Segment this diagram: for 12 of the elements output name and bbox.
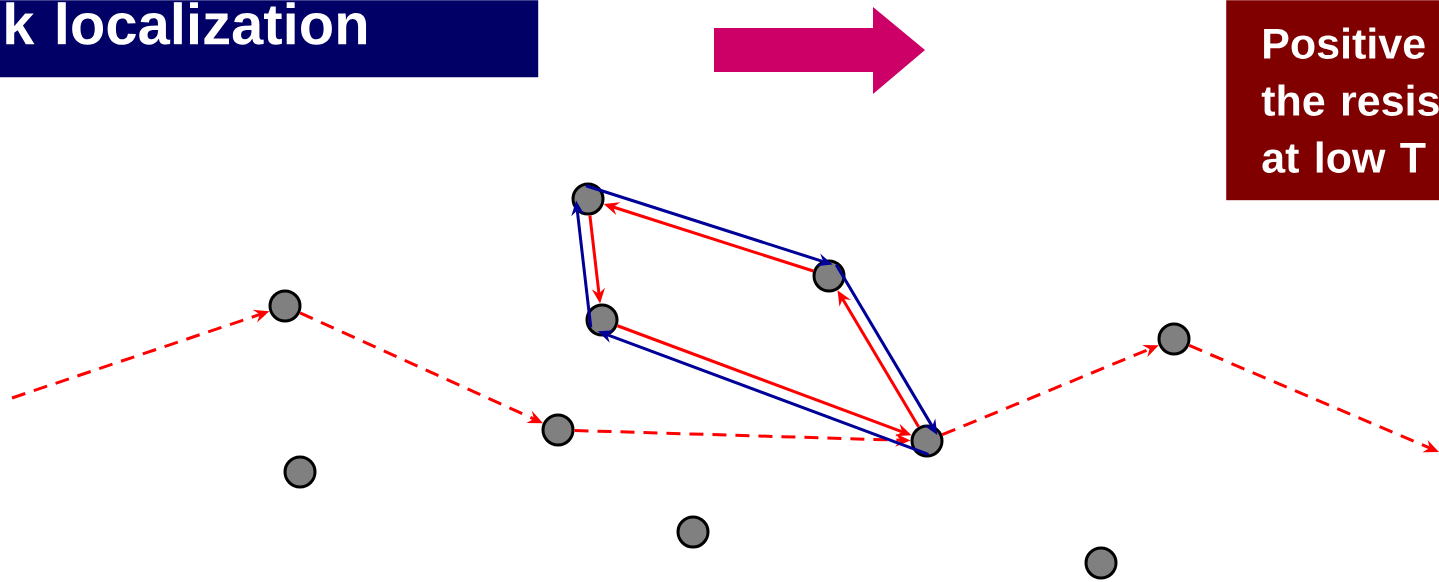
scatterer-dot [571, 182, 605, 216]
scatterer-dot [268, 289, 302, 323]
scatterer-dot [910, 424, 944, 458]
scatterer-dot [541, 413, 575, 447]
scatterer-dot [676, 515, 710, 549]
scatterer-dot [812, 259, 846, 293]
title-banner: k localization [0, 0, 539, 78]
scatterer-dot [1157, 322, 1191, 356]
scatterer-dot [1084, 546, 1118, 580]
scatterer-dot [585, 303, 619, 337]
note-box: Positive the resis at low T [1226, 0, 1439, 201]
scatterer-dot [283, 455, 317, 489]
